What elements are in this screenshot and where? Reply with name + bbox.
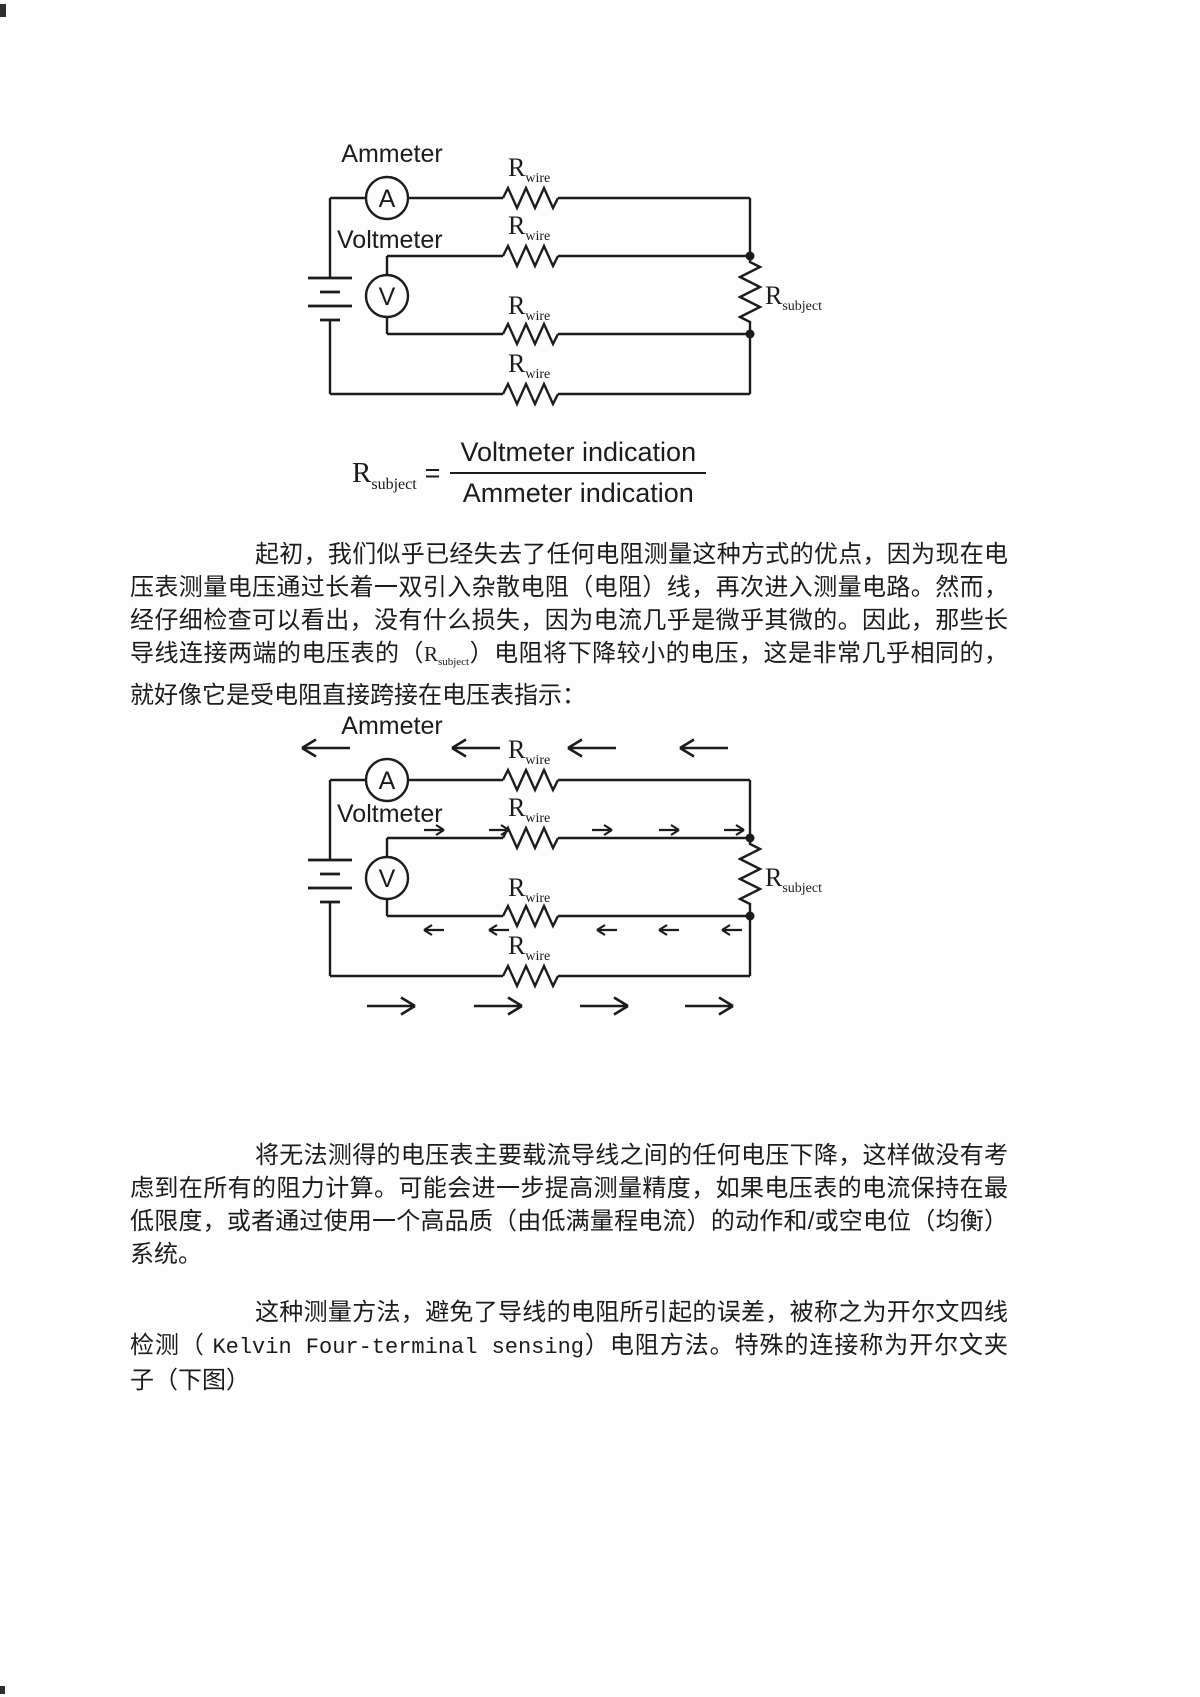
current-arrows-vm-top-right-icon xyxy=(424,824,745,836)
voltmeter-label: Voltmeter xyxy=(337,226,443,254)
junction-dot-top xyxy=(745,833,755,843)
ammeter-symbol: A xyxy=(379,767,396,795)
paragraph-3: 这种测量方法，避免了导线的电阻所引起的误差，被称之为开尔文四线检测（ Kelvi… xyxy=(130,1296,1008,1397)
paragraph-2: 将无法测得的电压表主要载流导线之间的任何电压下降，这样做没有考虑到在所有的阻力计… xyxy=(130,1142,1008,1268)
rwire-resistor-4 xyxy=(501,381,560,407)
voltmeter-label: Voltmeter xyxy=(337,800,443,828)
ammeter-circle xyxy=(364,757,410,803)
voltmeter-circle xyxy=(364,855,410,901)
junction-dot-bottom xyxy=(745,911,755,921)
junction-dot-top xyxy=(745,251,755,261)
current-arrows-vm-bottom-left-icon xyxy=(423,924,742,936)
ammeter-circle xyxy=(364,175,410,221)
circuit-figure-current-arrows: Ammeter A Voltmeter V Rwire Rwire Rwire … xyxy=(301,712,822,1016)
rwire-label-4: Rwire xyxy=(508,349,550,382)
resistors xyxy=(501,185,763,407)
formula-rsubject: Rsubject = Voltmeter indication Ammeter … xyxy=(352,437,707,509)
rwire-label-base: R xyxy=(508,153,526,182)
formula-denominator: Ammeter indication xyxy=(462,478,694,508)
rsubject-resistor xyxy=(737,256,763,334)
rwire-resistor-2 xyxy=(501,825,560,851)
formula-fraction: Voltmeter indication Ammeter indication xyxy=(450,437,707,509)
resistors xyxy=(501,767,763,989)
paragraph-1-text-cont: ）电阻将下降较小的电压，这是非常几乎相同的，就好像它是受电阻直接跨接在电压表指示… xyxy=(130,640,1009,709)
current-arrows-top-left-icon xyxy=(301,738,728,758)
battery-symbol xyxy=(308,858,352,904)
paragraph-1-text: 起初，我们似乎已经失去了任何电阻测量这种方式的优点，因为现在电压表测量电压通过长… xyxy=(130,541,1008,667)
rwire-resistor-2 xyxy=(501,243,560,269)
junction-dot-bottom xyxy=(745,329,755,339)
voltmeter-symbol: V xyxy=(379,283,396,311)
wires xyxy=(328,196,752,396)
formula-numerator: Voltmeter indication xyxy=(450,437,707,474)
kelvin-term-latin: Kelvin Four-terminal sensing xyxy=(212,1335,584,1360)
scan-artifact-bottom-left xyxy=(0,1686,5,1694)
paragraph-3-text-cont: ）电阻方法。特殊的连接称为开尔文夹子（下图） xyxy=(130,1332,1008,1394)
rwire-label-sub: wire xyxy=(525,171,550,186)
rwire-resistor-1 xyxy=(501,185,560,211)
scan-artifact-top-left xyxy=(0,4,6,17)
rwire-label-4: Rwire xyxy=(508,931,550,964)
voltmeter-symbol: V xyxy=(379,865,396,893)
ammeter-label: Ammeter xyxy=(341,140,442,168)
rwire-label-2: Rwire xyxy=(508,793,550,826)
equals-sign: = xyxy=(424,457,441,488)
rwire-label-1: Rwire xyxy=(508,735,550,768)
voltmeter-circle xyxy=(364,273,410,319)
current-arrows-bottom-right-icon xyxy=(367,996,734,1016)
rwire-label-3: Rwire xyxy=(508,873,550,906)
rwire-resistor-1 xyxy=(501,767,560,793)
paragraph-1: 起初，我们似乎已经失去了任何电阻测量这种方式的优点，因为现在电压表测量电压通过长… xyxy=(130,538,1008,712)
rsubject-label: Rsubject xyxy=(765,281,822,314)
rwire-resistor-4 xyxy=(501,963,560,989)
inline-r-base: R xyxy=(423,642,438,666)
rwire-label-2: Rwire xyxy=(508,211,550,244)
ammeter-symbol: A xyxy=(379,185,396,213)
rsubject-resistor xyxy=(737,838,763,916)
rwire-resistor-3 xyxy=(501,903,560,929)
rwire-label-1: Rwire xyxy=(508,153,550,186)
paragraph-3-text: 这种测量方法，避免了导线的电阻所引起的误差，被称之为开尔文四线检测（ xyxy=(130,1299,1008,1359)
circuit-figure-basic: Ammeter A Voltmeter V Rwire Rwire Rwire … xyxy=(308,140,822,407)
formula-lhs: Rsubject xyxy=(352,456,417,493)
rsubject-label: Rsubject xyxy=(765,863,822,896)
inline-r-subscript: subject xyxy=(437,656,470,668)
rwire-label-3: Rwire xyxy=(508,291,550,324)
ammeter-label: Ammeter xyxy=(341,712,442,740)
rwire-resistor-3 xyxy=(501,321,560,347)
battery-symbol xyxy=(308,276,352,322)
wires xyxy=(328,778,752,978)
